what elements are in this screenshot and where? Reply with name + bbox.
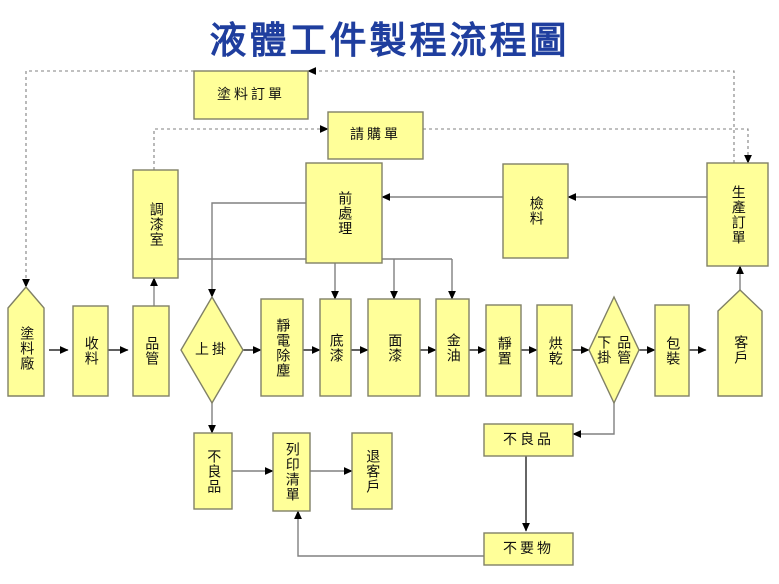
node-shape-customer[interactable] bbox=[717, 289, 763, 397]
edge-paint-mix-room-to-purchase-req bbox=[153, 125, 329, 170]
node-shape-hang-on[interactable] bbox=[180, 295, 244, 405]
edge-purchase-req-to-production-order bbox=[423, 128, 752, 164]
node-shape-defect-right[interactable] bbox=[483, 423, 574, 457]
page-title: 液體工件製程流程圖 bbox=[209, 18, 570, 62]
edge-production-order-to-paint-order bbox=[307, 67, 735, 163]
node-shape-defect-left[interactable] bbox=[193, 432, 233, 510]
node-shape-primer[interactable] bbox=[319, 298, 352, 397]
edge-waste-to-print-list bbox=[294, 510, 484, 557]
node-shape-purchase-req[interactable] bbox=[327, 111, 424, 160]
node-shape-clearcoat[interactable] bbox=[435, 298, 470, 397]
node-shape-hang-off-qc[interactable] bbox=[588, 295, 640, 405]
node-shape-bake[interactable] bbox=[536, 304, 573, 397]
node-shape-receive[interactable] bbox=[72, 305, 109, 397]
edge-hang-off-qc-to-defect-right bbox=[572, 396, 615, 438]
node-shape-static-dedust[interactable] bbox=[260, 298, 304, 397]
node-shape-pretreatment[interactable] bbox=[305, 162, 383, 264]
node-shape-topcoat[interactable] bbox=[367, 298, 421, 397]
node-shape-return-customer[interactable] bbox=[351, 432, 393, 510]
node-shape-paint-factory[interactable] bbox=[7, 285, 45, 397]
node-shape-paint-mix-room[interactable] bbox=[132, 169, 179, 279]
node-shape-waste[interactable] bbox=[483, 532, 574, 566]
node-shape-production-order[interactable] bbox=[706, 162, 769, 267]
node-shape-settle[interactable] bbox=[485, 304, 522, 397]
node-shape-qc[interactable] bbox=[132, 305, 170, 397]
node-shape-print-list[interactable] bbox=[272, 432, 311, 512]
edge-paint-order-to-paint-factory bbox=[22, 70, 194, 288]
node-shape-packing[interactable] bbox=[654, 304, 690, 397]
node-shape-material-check[interactable] bbox=[502, 163, 569, 259]
node-shape-paint-order[interactable] bbox=[193, 70, 309, 120]
edge-pretreatment-to-hang-on bbox=[208, 202, 306, 298]
